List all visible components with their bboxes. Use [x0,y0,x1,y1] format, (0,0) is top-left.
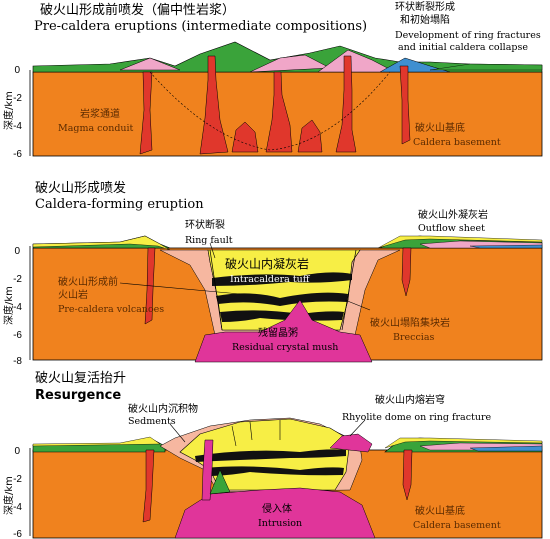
panel1-blue-cone [379,57,451,73]
panel3-sed-cn: 破火山内沉积物 [128,402,198,415]
panel1-axis-label: 深度/km [2,91,15,130]
panel1-ring-en2: and initial caldera collapse [398,42,528,53]
panel1-conduit-7 [399,65,411,145]
panel3-tick-4: -4 [13,502,22,513]
panel1-title-cn: 破火山形成前喷发（偏中性岩浆） [40,2,235,18]
panel3-fault-1 [231,425,237,447]
panel3-green-dyke [209,469,231,495]
panel1-ring-fracture [149,71,391,151]
panel3-band-2 [205,466,344,476]
panel2-outflow-cn: 破火山外凝灰岩 [418,208,488,221]
panel-caldera-forming: 破火山形成喷发 Caldera-forming eruption 环状断裂 Ri… [2,180,543,367]
panel2-ring-fault-right [341,249,357,331]
panel3-basement-en: Caldera basement [413,520,501,531]
panel2-precal-en: Pre-caldera volcanoes [58,304,164,315]
panel3-tick-0: 0 [14,446,20,457]
panel1-pink-cone-3 [317,49,396,73]
panel3-intrusion-cn: 侵入体 [262,503,292,515]
panel2-band-1 [212,272,352,286]
panel1-conduit-6 [335,55,357,153]
panel2-axis-label: 深度/km [2,286,15,325]
panel3-sed-en: Sedments [128,416,176,427]
panel2-title-en: Caldera-forming eruption [35,197,204,212]
panel3-dome-en: Rhyolite dome on ring fracture [342,412,492,423]
panel2-precal-pointer [119,282,241,295]
panel2-tick-0: 0 [14,246,20,257]
panel2-mush-en: Residual crystal mush [232,342,338,353]
panel2-tuff-cn: 破火山内凝灰岩 [225,256,309,271]
panel3-basement-cn: 破火山基底 [415,504,465,517]
panel2-breccia-cn: 破火山塌陷集块岩 [370,316,450,329]
panel2-band-2 [216,292,348,306]
panel2-crystal-mush [194,299,373,363]
panel2-ringfault-cn: 环状断裂 [185,218,225,231]
panel1-pink-cone-1 [119,57,181,71]
panel1-tick-0: 0 [14,65,20,76]
panel2-title-cn: 破火山形成喷发 [35,180,126,196]
panel1-basement-en: Caldera basement [413,137,501,148]
panel1-basement-cn: 破火山基底 [415,121,465,134]
panel1-conduit-cn: 岩浆通道 [80,107,120,120]
panel3-outflow-right [384,437,543,449]
panel3-fault-2 [249,421,253,441]
panel1-conduit-en: Magma conduit [58,123,134,134]
panel2-tick-8: -8 [13,356,22,367]
panel3-tick-6: -6 [13,529,22,539]
panel1-conduit-3 [231,121,259,153]
panel2-tuff-en: Intracaldera tuff [230,274,311,285]
panel1-ring-en: Development of ring fractures [395,30,541,41]
panel-resurgence: 破火山复活抬升 Resurgence 破火山内沉积物 Sedments 破火山内… [2,371,543,539]
panel2-ringfault-en: Ring fault [185,235,233,246]
panel3-conduit-left [142,449,155,523]
panel2-band-3 [220,310,344,322]
panel2-tick-6: -6 [13,330,22,341]
panel1-conduit-4 [265,71,293,153]
panel2-mush-cn: 残留晶粥 [258,326,298,339]
panel3-intrusion-en: Intrusion [258,518,302,529]
panel2-conduit-right [401,247,412,297]
panel3-tick-2: -2 [13,474,22,485]
panel2-precal-cn2: 火山岩 [58,288,88,301]
panel3-rhyolite-dome [329,433,373,453]
panel2-outflow-right [377,235,543,249]
panel3-title-cn: 破火山复活抬升 [35,371,126,386]
panel1-conduit-5 [297,119,323,153]
panel2-breccia-en: Breccias [393,332,434,343]
panel2-ringfault-pointer [209,242,216,259]
panel2-blue-right [469,244,543,249]
panel1-green-right [429,63,543,71]
panel2-breccia-pointer [344,299,371,311]
panel1-ring-cn2: 和初始塌陷 [400,13,450,26]
panel1-tick-2: -2 [13,93,22,104]
panel1-tick-4: -4 [13,121,22,132]
panel3-intrusion [174,487,376,539]
panel3-intrusion-dyke [201,439,214,501]
panel2-intracaldera-tuff [207,249,361,331]
panel3-conduit-right [402,449,413,501]
panel1-ring-cn: 环状断裂形成 [395,0,455,13]
panel2-ring-fault-left [209,249,223,331]
panel3-dome-pointer [349,419,366,437]
panel2-precal-cn: 破火山形成前 [58,275,118,288]
panel2-outflow-en: Outflow sheet [418,223,485,234]
panel-pre-caldera: 破火山形成前喷发（偏中性岩浆） Pre-caldera eruptions (i… [2,0,543,160]
panel2-tick-2: -2 [13,274,22,285]
panel1-pink-cone-2 [249,54,331,73]
panel2-tick-4: -4 [13,302,22,313]
panel3-band-1 [195,449,346,462]
panel1-conduit-2 [199,55,229,155]
panel3-blue-right [469,445,543,452]
panel1-title-en: Pre-caldera eruptions (intermediate comp… [34,19,367,34]
panel3-dome-cn: 破火山内熔岩穹 [375,393,445,406]
panel3-axis-label: 深度/km [2,476,15,515]
panel3-title-en: Resurgence [35,388,121,403]
panel1-tick-6: -6 [13,149,22,160]
panel1-conduit-1 [139,71,153,155]
panel3-outflow-left [32,436,161,447]
panel3-sed-pointer [169,423,186,443]
